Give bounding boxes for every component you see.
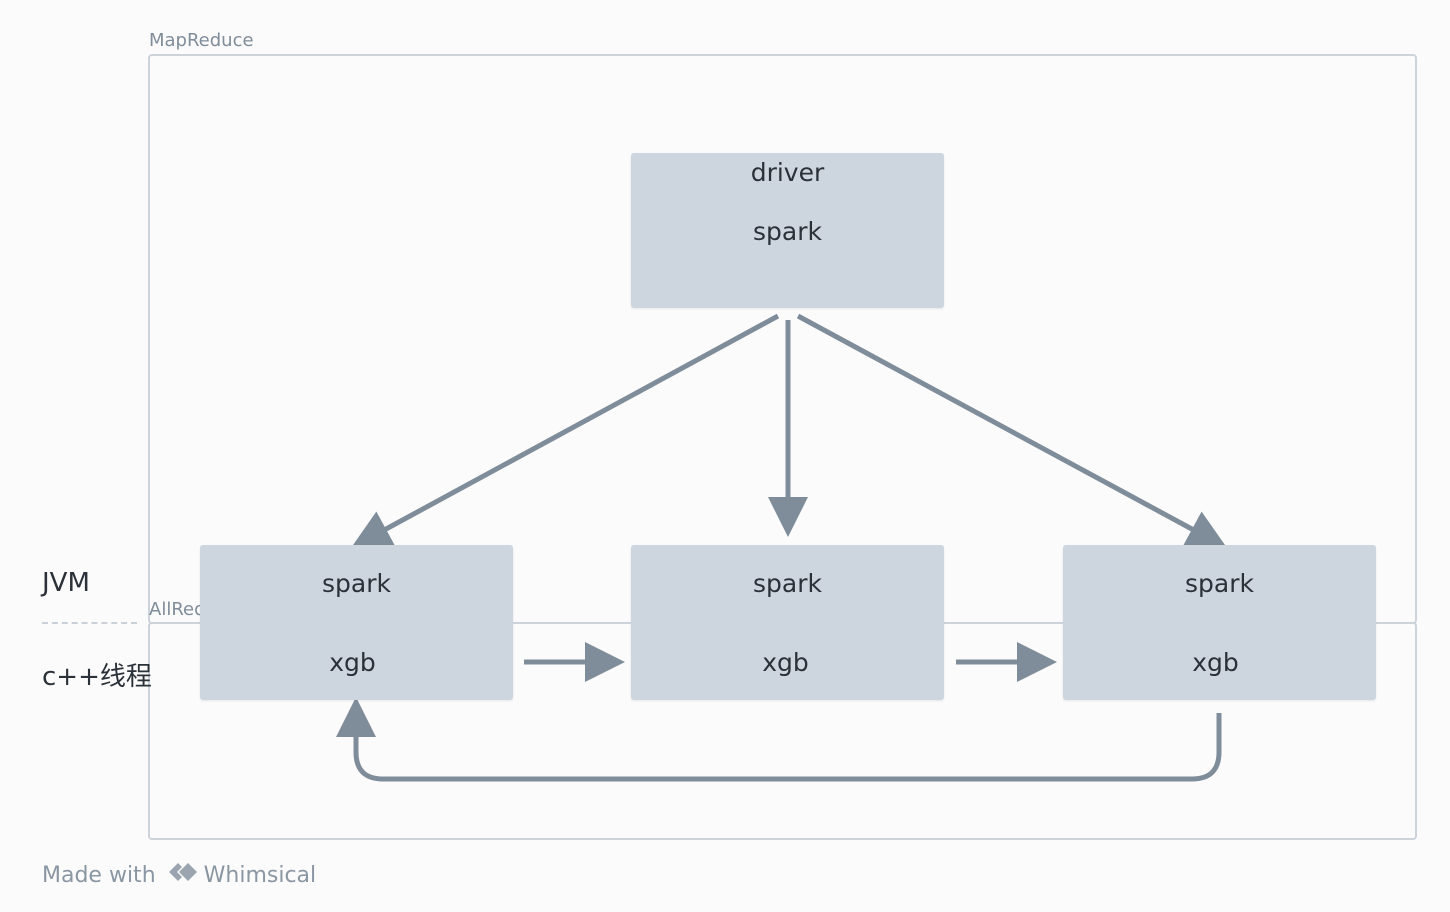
worker-node-1-xgb: xgb bbox=[329, 648, 376, 677]
driver-to-worker3-arrow bbox=[796, 313, 1228, 549]
driver-to-worker1-arrow bbox=[350, 313, 780, 549]
driver-node[interactable]: driver spark bbox=[631, 153, 944, 308]
jvm-label: JVM bbox=[42, 568, 90, 598]
worker-node-2-spark: spark bbox=[753, 569, 822, 598]
worker-node-2-xgb: xgb bbox=[762, 648, 809, 677]
driver-node-title: driver bbox=[750, 158, 825, 187]
whimsical-logo-icon bbox=[166, 860, 198, 890]
cpp-thread-label: c++线程 bbox=[42, 662, 152, 692]
worker-node-1[interactable]: spark xgb bbox=[200, 545, 513, 700]
made-with-text: Made with bbox=[42, 862, 156, 888]
worker-node-3-spark: spark bbox=[1185, 569, 1254, 598]
worker3-to-worker1-loop-arrow bbox=[336, 697, 1222, 782]
whimsical-brand-text: Whimsical bbox=[203, 862, 317, 888]
mapreduce-region-label: MapReduce bbox=[149, 30, 254, 51]
worker-node-2[interactable]: spark xgb bbox=[631, 545, 944, 700]
driver-node-subtitle: spark bbox=[753, 217, 822, 246]
worker-node-3[interactable]: spark xgb bbox=[1063, 545, 1376, 700]
jvm-cpp-divider bbox=[42, 622, 137, 624]
worker-node-1-spark: spark bbox=[322, 569, 391, 598]
made-with-footer[interactable]: Made with Whimsical bbox=[42, 860, 316, 890]
worker-node-3-xgb: xgb bbox=[1192, 648, 1239, 677]
